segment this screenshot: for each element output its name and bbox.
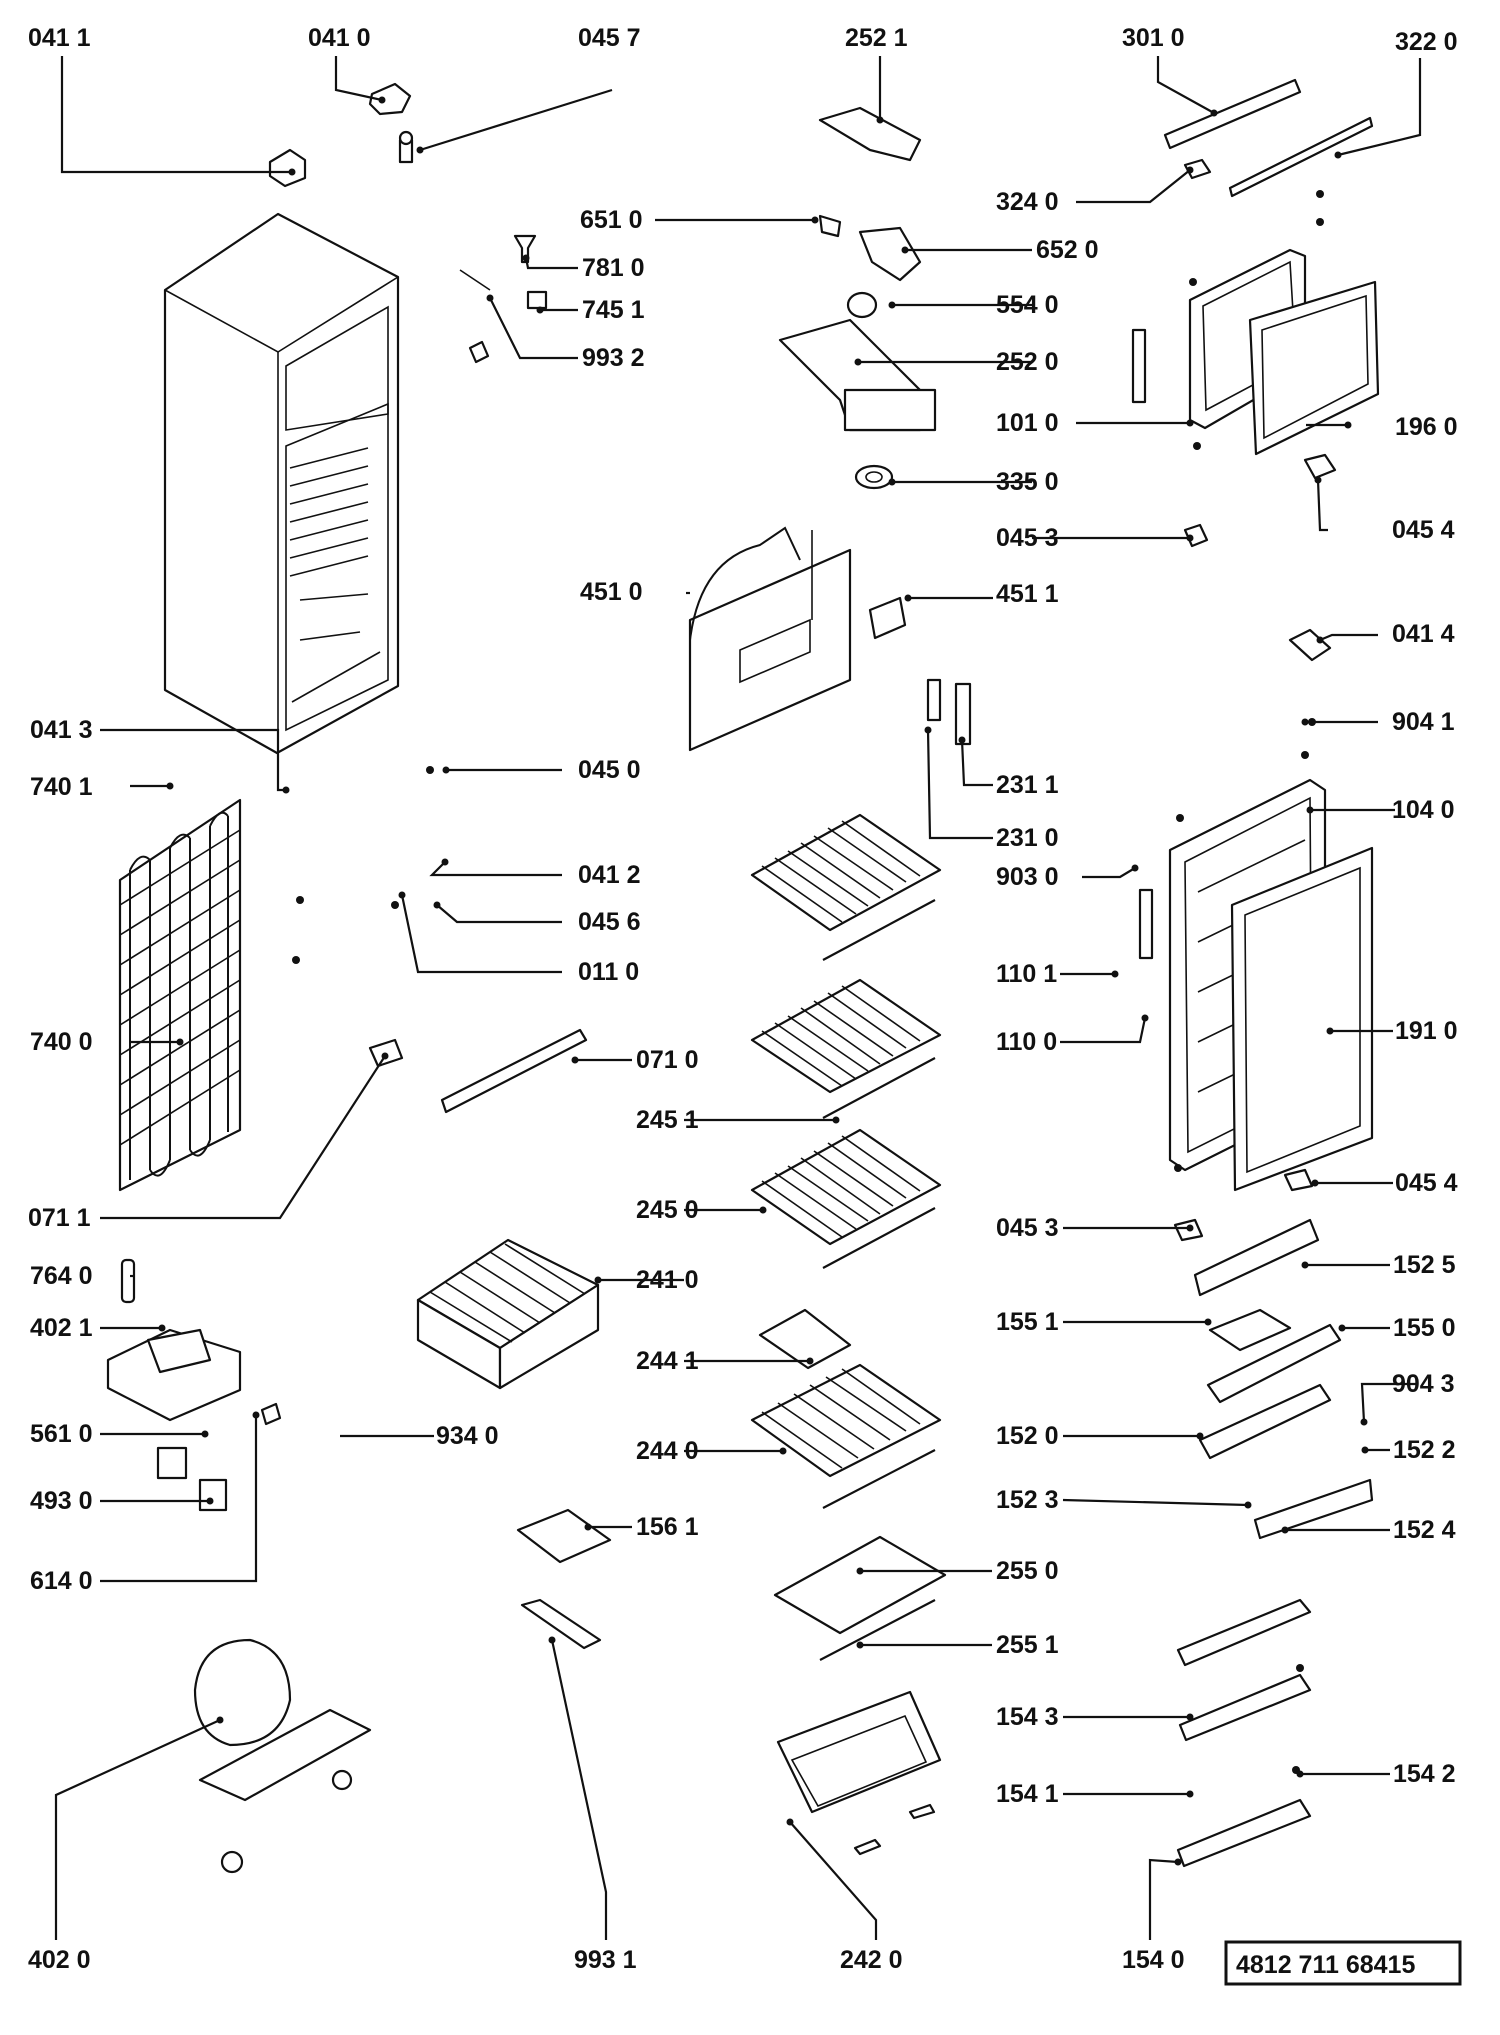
part-label-904-1: 904 1 bbox=[1392, 708, 1455, 736]
part-label-255-1: 255 1 bbox=[996, 1631, 1059, 1659]
top-trims bbox=[818, 78, 1374, 198]
part-label-045-7: 045 7 bbox=[578, 24, 641, 52]
part-label-110-1: 110 1 bbox=[996, 960, 1057, 988]
part-label-245-1: 245 1 bbox=[636, 1106, 699, 1134]
part-label-041-1: 041 1 bbox=[28, 24, 91, 52]
part-label-651-0: 651 0 bbox=[580, 206, 643, 234]
part-label-045-4-top: 045 4 bbox=[1392, 516, 1455, 544]
part-label-045-3-bottom: 045 3 bbox=[996, 1214, 1059, 1242]
part-label-244-1: 244 1 bbox=[636, 1347, 699, 1375]
top-hinges bbox=[268, 82, 414, 188]
wire-shelves bbox=[750, 813, 942, 1509]
part-label-242-0: 242 0 bbox=[840, 1946, 903, 1974]
part-label-241-0: 241 0 bbox=[636, 1266, 699, 1294]
condenser-coil bbox=[118, 798, 242, 1192]
part-label-402-1: 402 1 bbox=[30, 1314, 93, 1342]
fasteners bbox=[292, 190, 1324, 1774]
part-label-045-4-bottom: 045 4 bbox=[1395, 1169, 1458, 1197]
part-label-045-0: 045 0 bbox=[578, 756, 641, 784]
cabinet bbox=[163, 212, 400, 755]
part-label-745-1: 745 1 bbox=[582, 296, 645, 324]
part-label-155-0: 155 0 bbox=[1393, 1314, 1456, 1342]
thermostat-group bbox=[459, 214, 937, 490]
part-label-652-0: 652 0 bbox=[1036, 236, 1099, 264]
part-label-110-0: 110 0 bbox=[996, 1028, 1057, 1056]
part-label-781-0: 781 0 bbox=[582, 254, 645, 282]
part-label-934-0: 934 0 bbox=[436, 1422, 499, 1450]
part-label-451-1: 451 1 bbox=[996, 580, 1059, 608]
part-label-154-0: 154 0 bbox=[1122, 1946, 1185, 1974]
freezer-door bbox=[1131, 248, 1380, 548]
part-label-740-1: 740 1 bbox=[30, 773, 93, 801]
leader-dots bbox=[158, 96, 1369, 1866]
evaporator-plate bbox=[688, 526, 907, 752]
part-label-244-0: 244 0 bbox=[636, 1437, 699, 1465]
part-label-071-0: 071 0 bbox=[636, 1046, 699, 1074]
part-label-245-0: 245 0 bbox=[636, 1196, 699, 1224]
part-label-231-1: 231 1 bbox=[996, 771, 1059, 799]
part-label-904-3: 904 3 bbox=[1392, 1370, 1455, 1398]
catalog-number: 4812 711 68415 bbox=[1236, 1951, 1415, 1979]
part-label-041-4: 041 4 bbox=[1392, 620, 1455, 648]
parts-layer bbox=[106, 78, 1380, 1874]
part-label-152-4: 152 4 bbox=[1393, 1516, 1456, 1544]
part-label-196-0: 196 0 bbox=[1395, 413, 1458, 441]
part-label-101-0: 101 0 bbox=[996, 409, 1059, 437]
part-label-152-0: 152 0 bbox=[996, 1422, 1059, 1450]
part-label-152-2: 152 2 bbox=[1393, 1436, 1456, 1464]
fridge-door bbox=[1138, 778, 1374, 1242]
catalog-number-box: 4812 711 68415 bbox=[1224, 1940, 1462, 1986]
part-label-045-6: 045 6 bbox=[578, 908, 641, 936]
leader-lines bbox=[54, 56, 1422, 1940]
part-label-154-3: 154 3 bbox=[996, 1703, 1059, 1731]
part-label-071-1: 071 1 bbox=[28, 1204, 91, 1232]
crisper bbox=[773, 1535, 947, 1856]
part-label-764-0: 764 0 bbox=[30, 1262, 93, 1290]
part-labels: 041 1 041 0 045 7 252 1 301 0 322 0 324 … bbox=[28, 24, 1458, 1974]
door-shelves bbox=[1176, 1218, 1374, 1868]
part-label-993-1: 993 1 bbox=[574, 1946, 637, 1974]
part-label-903-0: 903 0 bbox=[996, 863, 1059, 891]
part-label-554-0: 554 0 bbox=[996, 291, 1059, 319]
part-label-154-2: 154 2 bbox=[1393, 1760, 1456, 1788]
part-label-301-0: 301 0 bbox=[1122, 24, 1185, 52]
part-label-156-1: 156 1 bbox=[636, 1513, 699, 1541]
part-label-041-0: 041 0 bbox=[308, 24, 371, 52]
ice-and-handle bbox=[516, 1508, 612, 1650]
part-label-252-1: 252 1 bbox=[845, 24, 908, 52]
part-label-402-0: 402 0 bbox=[28, 1946, 91, 1974]
part-label-322-0: 322 0 bbox=[1395, 28, 1458, 56]
part-label-231-0: 231 0 bbox=[996, 824, 1059, 852]
part-label-011-0: 011 0 bbox=[578, 958, 639, 986]
part-label-324-0: 324 0 bbox=[996, 188, 1059, 216]
part-label-614-0: 614 0 bbox=[30, 1567, 93, 1595]
part-label-191-0: 191 0 bbox=[1395, 1017, 1458, 1045]
part-label-993-2: 993 2 bbox=[582, 344, 645, 372]
part-label-155-1: 155 1 bbox=[996, 1308, 1059, 1336]
hinge-brackets bbox=[926, 628, 1332, 746]
wire-basket bbox=[416, 1238, 600, 1390]
part-label-152-3: 152 3 bbox=[996, 1486, 1059, 1514]
part-label-152-5: 152 5 bbox=[1393, 1251, 1456, 1279]
compressor-area bbox=[106, 1328, 372, 1874]
part-label-154-1: 154 1 bbox=[996, 1780, 1059, 1808]
part-label-104-0: 104 0 bbox=[1392, 796, 1455, 824]
part-label-561-0: 561 0 bbox=[30, 1420, 93, 1448]
part-label-041-2: 041 2 bbox=[578, 861, 641, 889]
part-label-493-0: 493 0 bbox=[30, 1487, 93, 1515]
part-label-335-0: 335 0 bbox=[996, 468, 1059, 496]
part-label-740-0: 740 0 bbox=[30, 1028, 93, 1056]
part-label-252-0: 252 0 bbox=[996, 348, 1059, 376]
part-label-451-0: 451 0 bbox=[580, 578, 643, 606]
part-label-255-0: 255 0 bbox=[996, 1557, 1059, 1585]
part-label-041-3: 041 3 bbox=[30, 716, 93, 744]
part-label-045-3-top: 045 3 bbox=[996, 524, 1059, 552]
